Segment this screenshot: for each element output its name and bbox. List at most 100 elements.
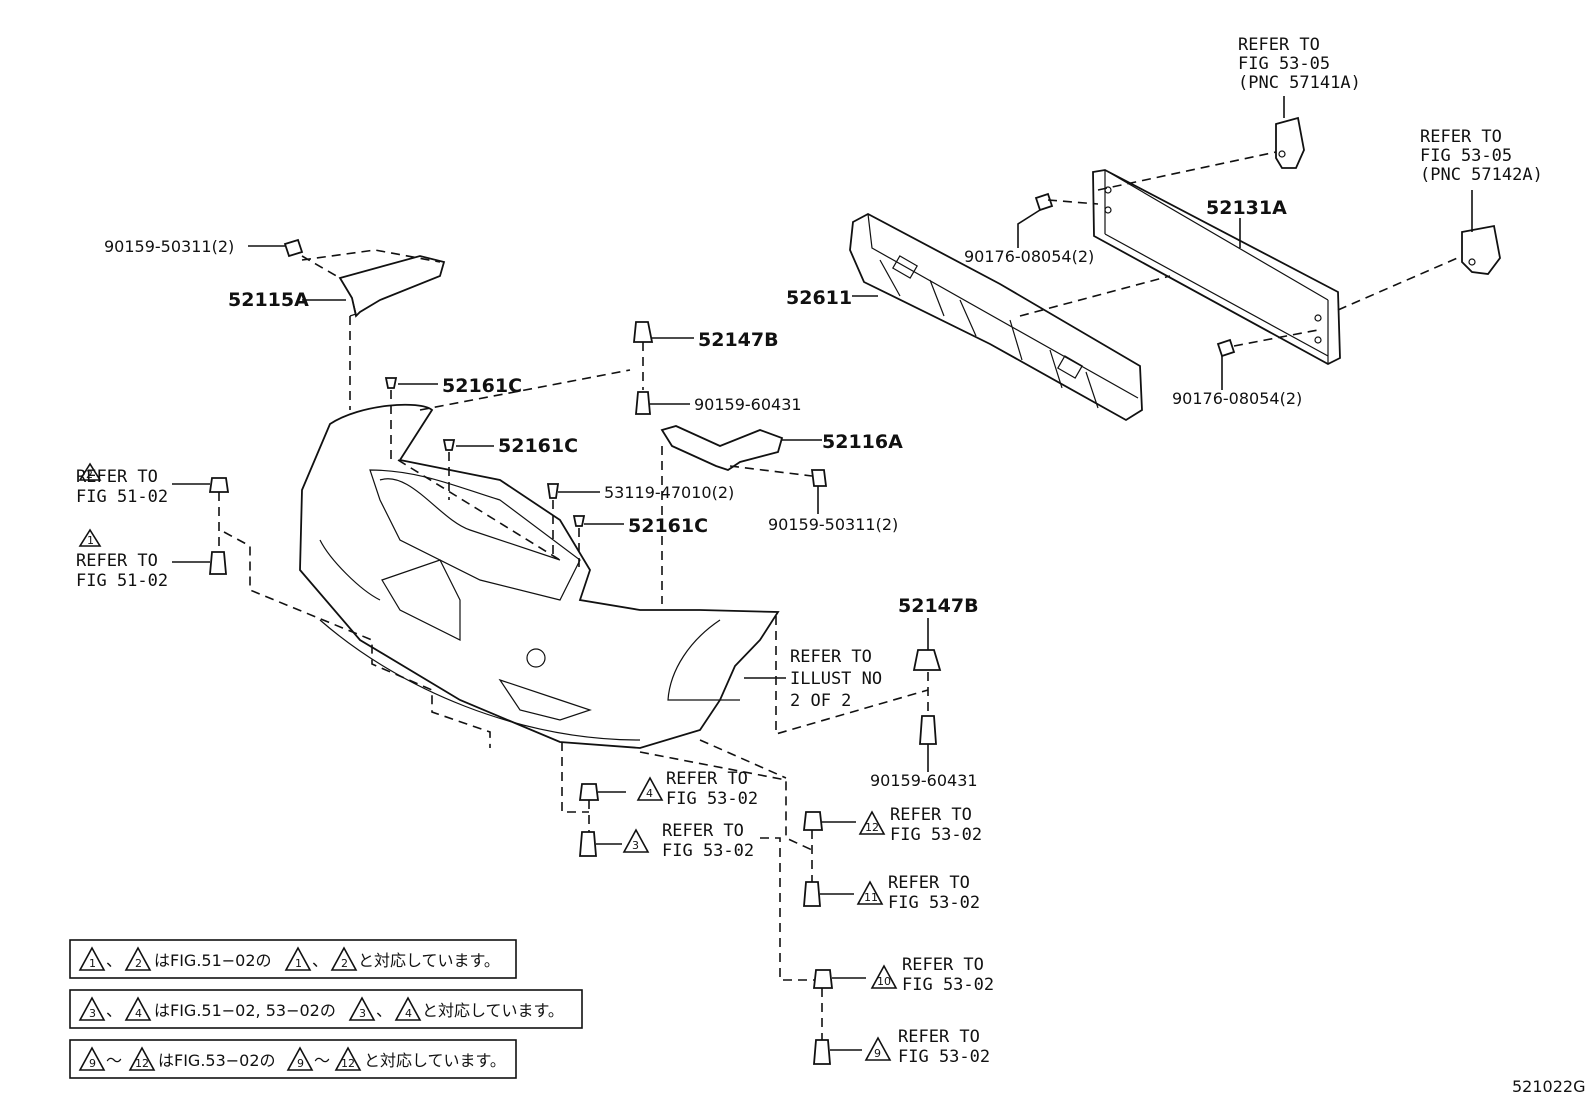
ref-2-line1: REFER TO — [76, 467, 158, 487]
ref-9-number: 9 — [874, 1047, 881, 1060]
note-2-sep-a: 、 — [106, 1001, 122, 1020]
note-1-triangle-icon-c — [284, 946, 312, 971]
left-bracket-group — [248, 238, 446, 410]
note-1-triangle-icon-b — [124, 946, 152, 971]
refer-57142a-line1: REFER TO — [1420, 127, 1502, 147]
note-2-sep-c: 、 — [376, 1001, 392, 1020]
note-3-num-b: 12 — [135, 1057, 149, 1070]
refer-57142a-callout: REFER TO FIG 53-05 (PNC 57142A) — [1420, 127, 1543, 185]
note-2-text-d: と対応しています。 — [422, 1001, 564, 1020]
left-fasteners — [172, 477, 491, 748]
clip-53119 — [546, 483, 560, 499]
right-lower-fasteners — [760, 811, 866, 1065]
ref-1-line2: FIG 51-02 — [76, 571, 168, 591]
note-box-3: 9 〜 12 はFIG.53−02の 9 〜 12 と対応しています。 — [69, 1039, 517, 1079]
ref-2-line2: FIG 51-02 — [76, 487, 168, 507]
refer-57141a-line2: FIG 53-05 — [1238, 54, 1330, 74]
note-2-triangle-icon-c — [348, 996, 376, 1021]
refer-illust-line2: ILLUST NO — [790, 669, 882, 689]
lower-center-fasteners — [561, 739, 813, 857]
refer-illust-line1: REFER TO — [790, 647, 872, 667]
side-bracket-52115a — [338, 255, 446, 318]
refer-57142a-line3: (PNC 57142A) — [1420, 165, 1543, 185]
note-1-num-d: 2 — [341, 957, 348, 970]
bumper-cover-shell — [299, 403, 780, 749]
note-1-text-d: と対応しています。 — [358, 951, 500, 970]
ref-3-triangle-icon — [622, 828, 650, 853]
ref-10-line2: FIG 53-02 — [902, 975, 994, 995]
nut-ref2 — [208, 477, 230, 493]
part-number-52116a: 52116A — [822, 431, 903, 453]
part-number-52147b-bottom: 52147B — [898, 595, 979, 617]
ref-9-line1: REFER TO — [898, 1027, 980, 1047]
note-2-text-b: はFIG.51−02, 53−02の — [154, 1001, 336, 1020]
ref-10-callout: 10 REFER TO FIG 53-02 — [870, 955, 994, 995]
screw-90159-50311-right — [810, 469, 828, 487]
part-number-52161c-3: 52161C — [628, 515, 708, 537]
reinforcement-group — [849, 96, 1501, 422]
part-number-52611: 52611 — [786, 287, 852, 309]
nut-ref10 — [812, 969, 834, 989]
bracket-57141a — [1275, 116, 1305, 169]
ref-3-callout: 3 REFER TO FIG 53-02 — [622, 821, 754, 861]
part-number-90159-50311-left: 90159-50311(2) — [104, 237, 234, 256]
ref-11-number: 11 — [864, 891, 878, 904]
note-1-num-a: 1 — [89, 957, 96, 970]
part-number-90159-50311-right: 90159-50311(2) — [768, 515, 898, 534]
note-3-num-a: 9 — [89, 1057, 96, 1070]
part-number-52147b-top: 52147B — [698, 329, 779, 351]
ref-10-number: 10 — [877, 975, 891, 988]
note-2-num-d: 4 — [405, 1007, 412, 1020]
bumper-cover — [299, 403, 780, 749]
part-number-90159-60431-bottom: 90159-60431 — [870, 771, 978, 790]
ref-2-number: 2 — [86, 468, 93, 481]
clip-52161c-3 — [572, 515, 586, 527]
note-2-num-b: 4 — [135, 1007, 142, 1020]
ref-12-callout: 12 REFER TO FIG 53-02 — [858, 805, 982, 845]
note-2-triangle-icon-a — [78, 996, 106, 1021]
refer-illust-line3: 2 OF 2 — [790, 691, 851, 711]
note-box-2: 3 、 4 はFIG.51−02, 53−02の 3 、 4 と対応しています。 — [69, 989, 583, 1029]
ref-10-triangle-icon — [870, 964, 898, 989]
ref-1-triangle-icon — [78, 528, 102, 547]
note-3-triangle-icon-d — [334, 1046, 362, 1071]
ref-11-triangle-icon — [856, 880, 884, 905]
ref-11-line2: FIG 53-02 — [888, 893, 980, 913]
part-number-52161c-2: 52161C — [498, 435, 578, 457]
ref-3-number: 3 — [632, 839, 639, 852]
note-1-triangle-icon-a — [78, 946, 106, 971]
ref-11-line1: REFER TO — [888, 873, 970, 893]
note-3-triangle-icon-a — [78, 1046, 106, 1071]
part-number-52161c-1: 52161C — [442, 375, 522, 397]
ref-9-callout: 9 REFER TO FIG 53-02 — [864, 1027, 990, 1067]
bolt-90159-60431-top — [635, 391, 651, 415]
nut-ref4 — [578, 783, 600, 801]
note-3-num-d: 12 — [341, 1057, 355, 1070]
bolt-ref9 — [813, 1039, 831, 1065]
refer-57142a-line2: FIG 53-05 — [1420, 146, 1512, 166]
nut-ref12 — [802, 811, 824, 831]
part-number-52131a: 52131A — [1206, 197, 1287, 219]
part-number-53119: 53119-47010(2) — [604, 483, 734, 502]
ref-10-line1: REFER TO — [902, 955, 984, 975]
note-1-sep-a: 、 — [106, 951, 122, 970]
bolt-ref3 — [579, 831, 597, 857]
ref-4-line2: FIG 53-02 — [666, 789, 758, 809]
screw-90159-50311-left — [283, 238, 304, 258]
bolt-90176-bottom — [1216, 338, 1236, 358]
ref-12-number: 12 — [865, 821, 879, 834]
note-3-sep-c: 〜 — [314, 1051, 330, 1070]
ref-1-line1: REFER TO — [76, 551, 158, 571]
clips — [384, 321, 694, 570]
note-box-1: 1 、 2 はFIG.51−02の 1 、 2 と対応しています。 — [69, 939, 517, 979]
note-3-triangle-icon-c — [286, 1046, 314, 1071]
right-side-fasteners — [744, 616, 942, 772]
ref-3-line2: FIG 53-02 — [662, 841, 754, 861]
bolt-90159-60431-bottom — [919, 715, 937, 745]
clip-52161c-2 — [442, 439, 456, 451]
note-1-num-b: 2 — [135, 957, 142, 970]
bumper-energy-absorber — [849, 212, 1143, 422]
refer-illust-callout: REFER TO ILLUST NO 2 OF 2 — [790, 647, 882, 711]
ref-4-triangle-icon — [636, 776, 664, 801]
